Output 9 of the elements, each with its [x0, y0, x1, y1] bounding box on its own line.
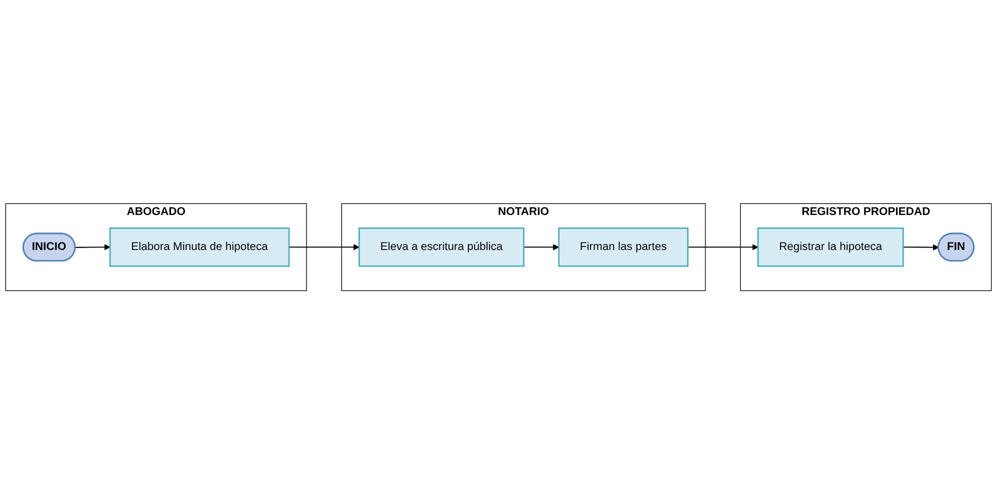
arrow [524, 244, 560, 251]
node-box: Elabora Minuta de hipoteca [109, 228, 290, 268]
node-box: Eleva a escritura pública [358, 228, 524, 268]
arrow [75, 244, 110, 251]
node-box: Firman las partes [558, 228, 688, 268]
arrow [288, 244, 360, 251]
node-box: Registrar la hipoteca [757, 228, 904, 268]
arrow [688, 244, 758, 251]
arrow [903, 244, 939, 251]
